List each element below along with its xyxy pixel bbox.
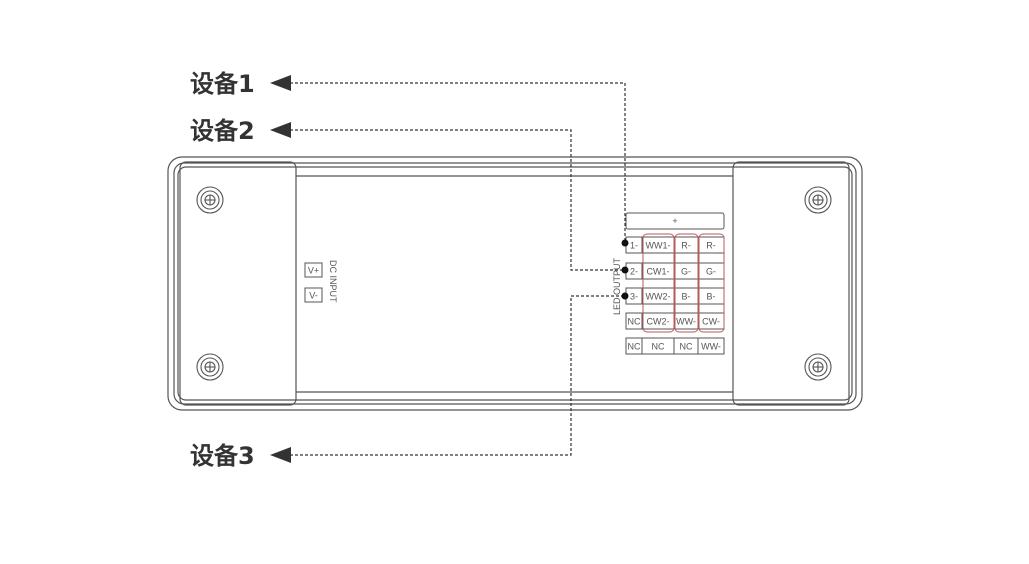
terminal-label: CW1- bbox=[647, 267, 670, 277]
terminal-label: CW- bbox=[702, 317, 720, 327]
device-3-label: 设备3 bbox=[190, 442, 255, 470]
v-plus-terminal bbox=[304, 262, 323, 278]
plus-label: + bbox=[672, 216, 677, 226]
device-1-label: 设备1 bbox=[190, 70, 255, 98]
terminal-label: CW2- bbox=[647, 317, 670, 327]
plus-terminal bbox=[625, 212, 725, 230]
terminal-label: B- bbox=[682, 292, 691, 302]
device-labels: 设备1 设备2 设备3 bbox=[190, 70, 291, 470]
arrow-left-icon bbox=[270, 122, 291, 138]
terminal-label: G- bbox=[681, 267, 691, 277]
terminal-label: 2- bbox=[630, 267, 638, 277]
device-2-label: 设备2 bbox=[190, 117, 255, 145]
led-output: LED OUTPUT + 1- WW1- R- R- 2- CW1- G- G- 3- WW2- B… bbox=[612, 212, 725, 355]
terminal-label: NC bbox=[680, 342, 693, 352]
terminal-label: 1- bbox=[630, 241, 638, 251]
terminal-label: NC bbox=[652, 342, 665, 352]
terminal-label: NC bbox=[628, 342, 641, 352]
right-end-cap bbox=[732, 161, 850, 406]
v-minus-terminal bbox=[304, 287, 323, 303]
terminal-label: 3- bbox=[630, 292, 638, 302]
screw-icon bbox=[804, 186, 832, 214]
screw-icon bbox=[196, 186, 224, 214]
line-device-3 bbox=[290, 295, 625, 456]
terminal-label: G- bbox=[706, 267, 716, 277]
left-end-cap bbox=[179, 161, 297, 406]
screw-icon bbox=[804, 353, 832, 381]
screw-icon bbox=[196, 353, 224, 381]
terminal-label: WW- bbox=[701, 342, 721, 352]
arrow-left-icon bbox=[270, 75, 291, 91]
arrow-left-icon bbox=[270, 447, 291, 463]
terminal-label: R- bbox=[706, 241, 716, 251]
v-minus-label: V- bbox=[309, 291, 318, 301]
terminal-label: R- bbox=[681, 241, 691, 251]
terminal-label: NC bbox=[628, 317, 641, 327]
highlight-columns bbox=[642, 233, 725, 333]
connection-lines bbox=[290, 82, 626, 456]
dc-input-title: DC INPUT bbox=[328, 260, 338, 303]
terminal-label: WW1- bbox=[646, 241, 671, 251]
terminal-label: WW2- bbox=[646, 292, 671, 302]
v-plus-label: V+ bbox=[308, 266, 319, 276]
led-output-title: LED OUTPUT bbox=[612, 257, 622, 315]
line-device-2 bbox=[290, 129, 625, 271]
line-device-1 bbox=[290, 82, 626, 243]
connection-dots bbox=[621, 239, 629, 300]
controller-housing bbox=[167, 156, 863, 411]
terminal-label: WW- bbox=[676, 317, 696, 327]
terminal-label: B- bbox=[707, 292, 716, 302]
terminal-cell bbox=[697, 337, 725, 355]
dc-input: V+ V- DC INPUT bbox=[304, 260, 338, 303]
